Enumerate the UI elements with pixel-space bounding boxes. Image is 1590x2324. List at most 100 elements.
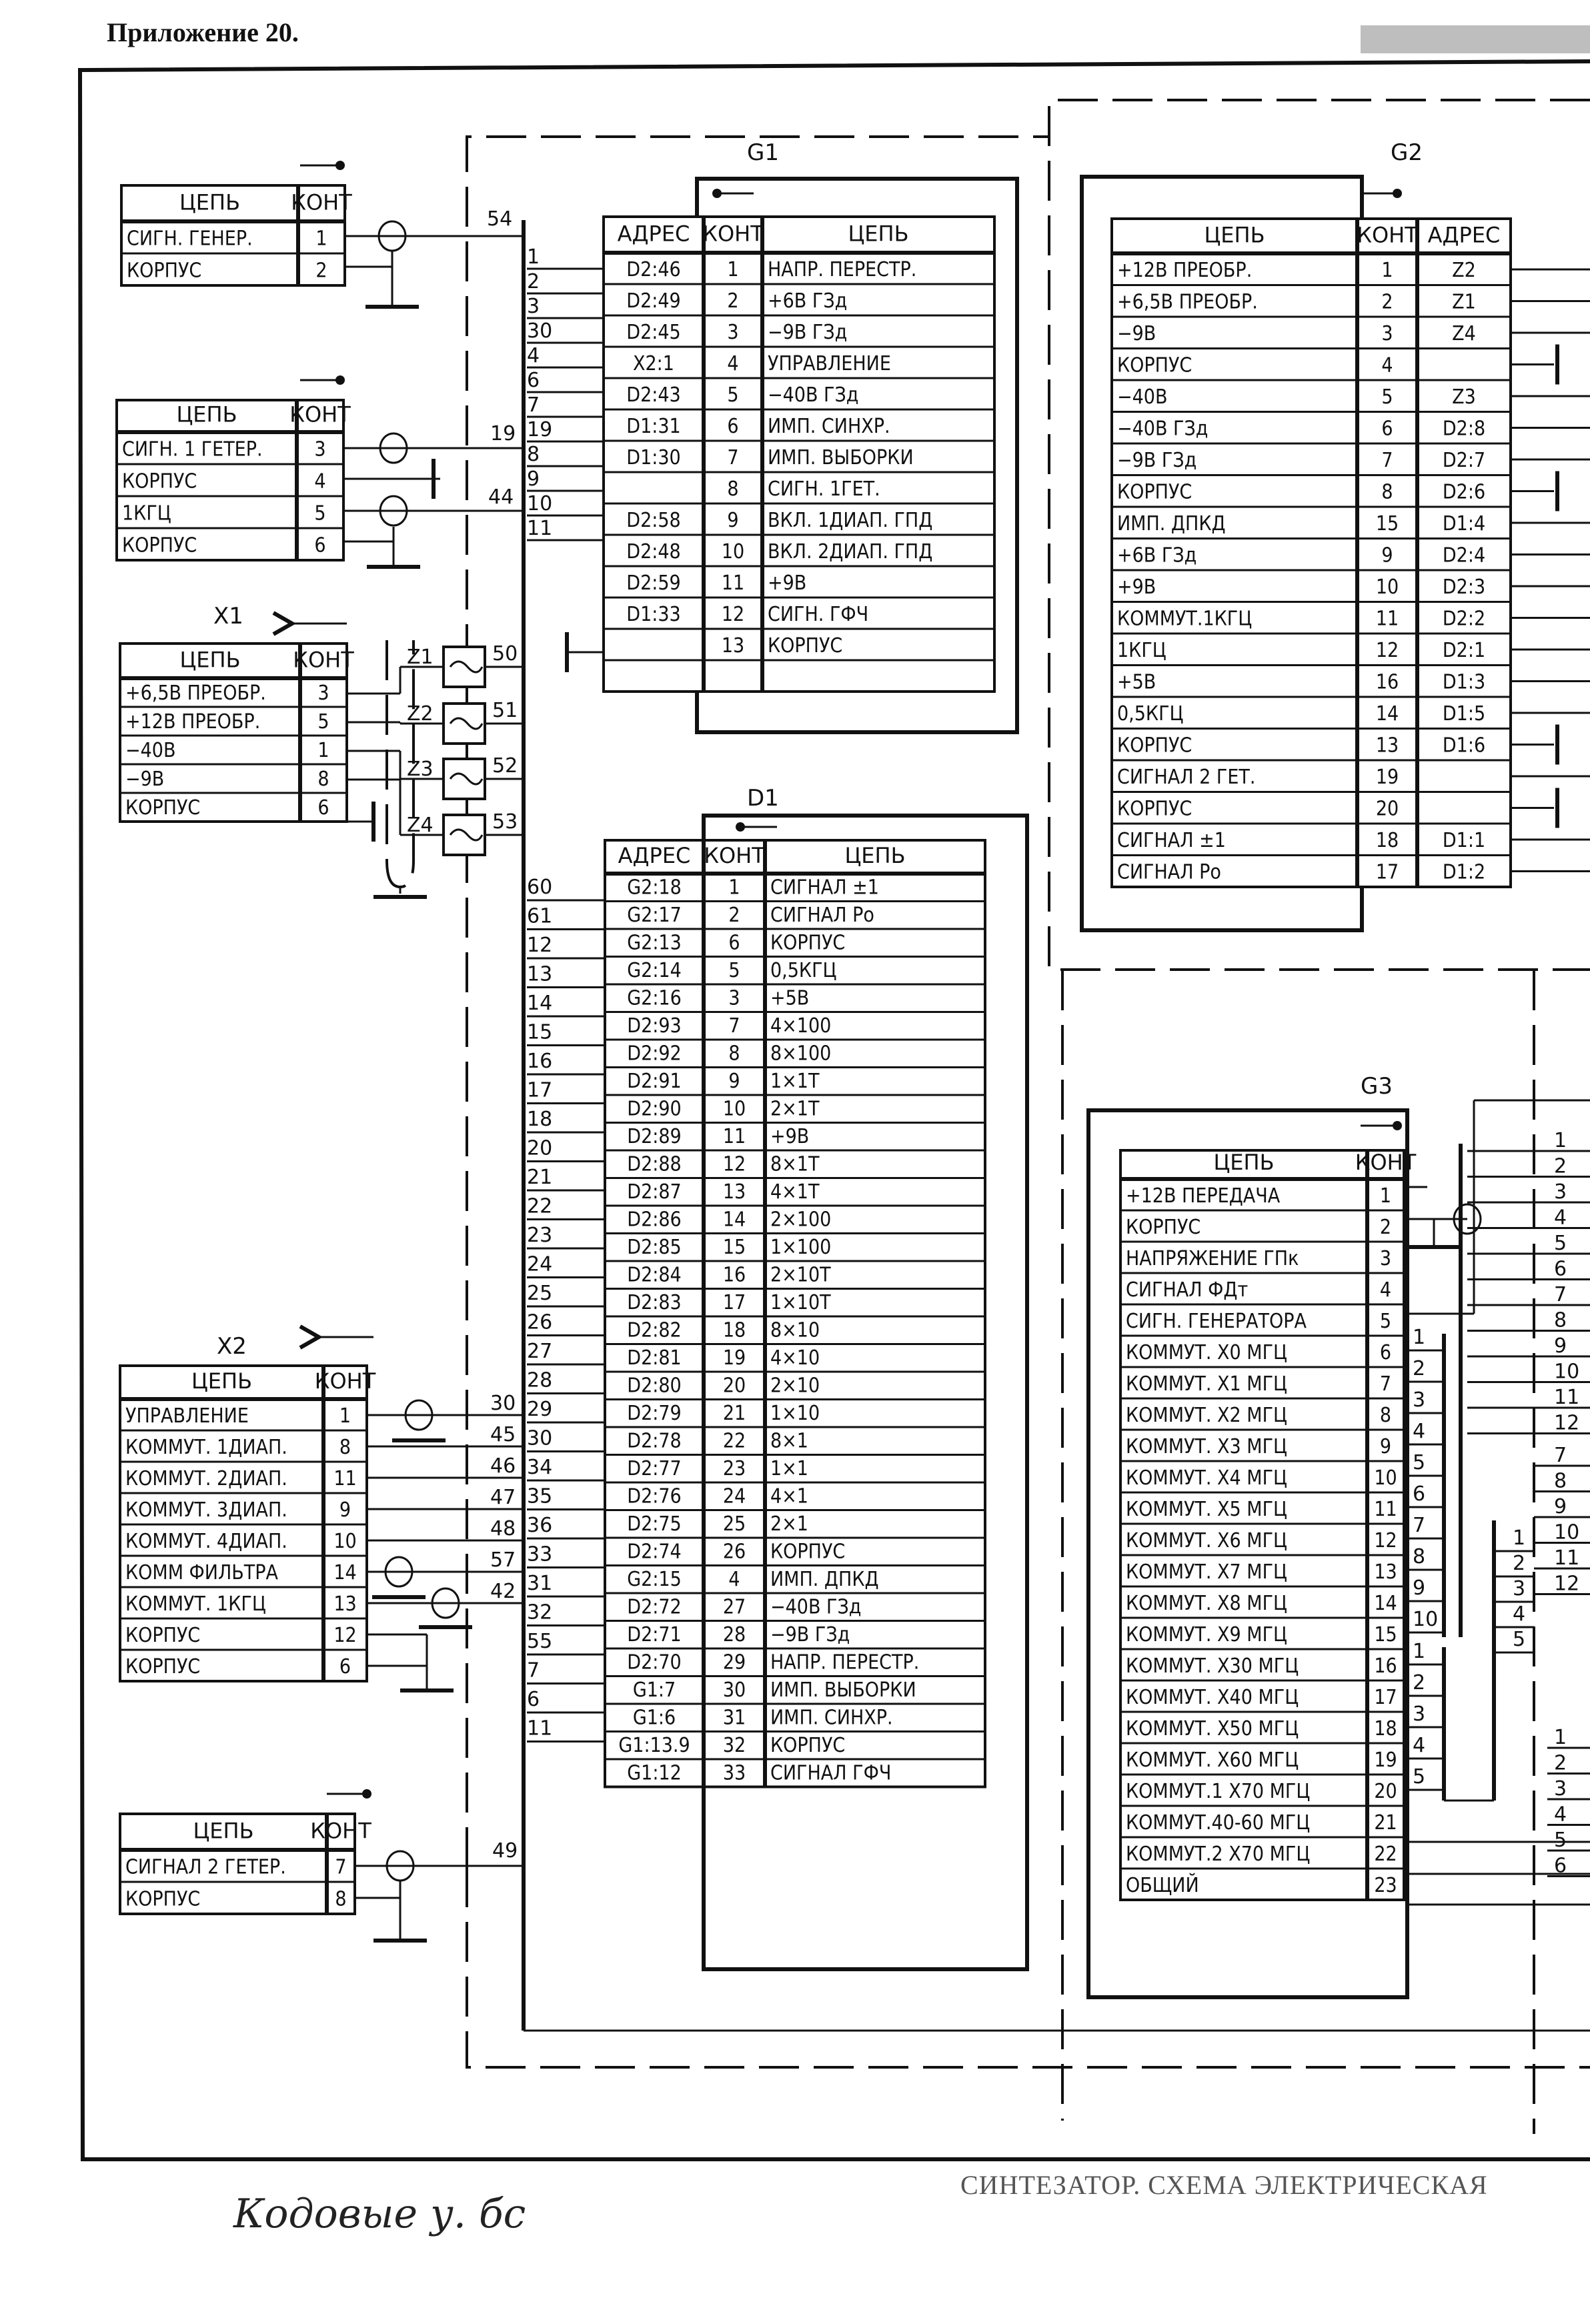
cell-address: D2:46 bbox=[626, 258, 680, 281]
cell-circuit: ОБЩИЙ bbox=[1126, 1873, 1199, 1897]
socket-icon bbox=[299, 1324, 323, 1350]
cell-address: X2:1 bbox=[633, 352, 674, 375]
filter-name: Z4 bbox=[407, 814, 434, 837]
page-heading: Приложение 20. bbox=[107, 17, 299, 47]
column-header-circuit: ЦЕПЬ bbox=[1213, 1150, 1274, 1175]
footer-title: СИНТЕЗАТОР. СХЕМА ЭЛЕКТРИЧЕСКАЯ bbox=[960, 2170, 1488, 2200]
cell-circuit: НАПРЯЖЕНИЕ ГПк bbox=[1126, 1247, 1299, 1270]
cell-circuit: КОРПУС bbox=[125, 1624, 200, 1647]
cell-address: G1:6 bbox=[633, 1706, 676, 1730]
bundle-wire-number: 8 bbox=[1413, 1545, 1425, 1568]
cell-contact: 16 bbox=[1374, 1654, 1397, 1678]
cell-circuit: НАПР. ПЕРЕСТР. bbox=[768, 258, 916, 281]
cell-address: D2:80 bbox=[627, 1374, 681, 1398]
cell-contact: 5 bbox=[317, 710, 329, 734]
cell-contact: 8 bbox=[1381, 481, 1393, 504]
cell-circuit: СИГНАЛ ±1 bbox=[770, 876, 879, 900]
column-header-contact: КОНТ bbox=[291, 190, 352, 215]
cell-circuit: КОММУТ. X4 МГЦ bbox=[1126, 1466, 1287, 1490]
bundle-wire-number: 1 bbox=[1513, 1526, 1525, 1550]
bus-wire-number: 2 bbox=[527, 270, 540, 293]
cell-address: D2:88 bbox=[627, 1153, 681, 1176]
cell-address: D2:76 bbox=[627, 1485, 681, 1508]
cell-address: G1:12 bbox=[627, 1762, 682, 1785]
cell-address: D1:31 bbox=[626, 415, 680, 438]
cell-address: D1:5 bbox=[1443, 702, 1485, 726]
cell-contact: 23 bbox=[723, 1457, 746, 1480]
bus-wire-number: 15 bbox=[527, 1021, 552, 1044]
bundle-wire-number: 4 bbox=[1413, 1420, 1425, 1443]
cell-contact: 31 bbox=[723, 1706, 746, 1730]
cell-address: D2:3 bbox=[1443, 575, 1485, 599]
terminal-number: 5 bbox=[1554, 1829, 1567, 1852]
wire-number: 50 bbox=[492, 642, 518, 666]
cell-contact: 13 bbox=[333, 1592, 356, 1616]
cell-contact: 11 bbox=[1374, 1498, 1397, 1521]
filter-tilde-icon bbox=[449, 828, 484, 842]
cell-contact: 2 bbox=[315, 259, 327, 283]
cell-contact: 18 bbox=[723, 1319, 746, 1342]
cell-contact: 5 bbox=[1381, 385, 1393, 409]
cell-contact: 1 bbox=[727, 258, 738, 281]
cell-circuit: КОММ ФИЛЬТРА bbox=[125, 1561, 279, 1584]
cell-address: D2:72 bbox=[627, 1596, 681, 1619]
wire-number: 53 bbox=[492, 810, 518, 834]
cell-address: D2:45 bbox=[626, 321, 680, 344]
cell-contact: 26 bbox=[723, 1540, 746, 1564]
cell-contact: 17 bbox=[1374, 1686, 1397, 1709]
terminal-number: 11 bbox=[1554, 1546, 1579, 1570]
cell-circuit: 8×1Т bbox=[770, 1153, 820, 1176]
column-header-contact: КОНТ bbox=[704, 843, 765, 868]
cell-circuit: СИГН. 1 ГЕТЕР. bbox=[122, 438, 263, 461]
cell-circuit: КОММУТ. X6 МГЦ bbox=[1126, 1529, 1287, 1552]
bus-wire-number: 11 bbox=[527, 1717, 552, 1740]
column-header-contact: КОНТ bbox=[702, 221, 764, 247]
cell-circuit: −9В ГЗд bbox=[770, 1623, 850, 1646]
cell-circuit: ИМП. СИНХР. bbox=[768, 415, 890, 438]
bus-wire-number: 55 bbox=[527, 1630, 552, 1653]
cell-address: D2:59 bbox=[626, 571, 680, 595]
bus-wire-number: 30 bbox=[527, 319, 552, 343]
filter-tilde-icon bbox=[449, 660, 484, 674]
cell-circuit: −40В bbox=[1117, 385, 1167, 409]
filter-icon bbox=[442, 814, 486, 856]
bus-wire-number: 31 bbox=[527, 1572, 552, 1595]
cell-circuit: 4×1 bbox=[770, 1485, 808, 1508]
cell-address: D2:8 bbox=[1443, 417, 1485, 441]
cell-contact: 10 bbox=[333, 1530, 356, 1553]
bus-wire-number: 25 bbox=[527, 1282, 552, 1305]
cell-circuit: КОРПУС bbox=[768, 634, 842, 658]
cell-address: D1:6 bbox=[1443, 734, 1485, 758]
cell-circuit: +9В bbox=[770, 1125, 809, 1148]
bus-wire-number: 23 bbox=[527, 1224, 552, 1247]
shield-icon bbox=[404, 1399, 434, 1431]
cell-address: D2:49 bbox=[626, 289, 680, 313]
wire-number: 44 bbox=[488, 485, 514, 509]
shield-icon bbox=[1453, 1203, 1482, 1235]
plug-icon bbox=[335, 375, 345, 385]
cell-contact: 6 bbox=[728, 932, 740, 955]
cell-contact: 30 bbox=[723, 1678, 746, 1702]
cell-circuit: УПРАВЛЕНИЕ bbox=[768, 352, 891, 375]
cell-address: D2:78 bbox=[627, 1430, 681, 1453]
sheet-frame bbox=[77, 25, 1590, 2161]
cell-circuit: КОРПУС bbox=[1117, 481, 1192, 504]
cell-contact: 1 bbox=[339, 1404, 351, 1428]
cell-contact: 7 bbox=[727, 446, 738, 469]
cell-contact: 19 bbox=[723, 1346, 746, 1370]
cell-contact: 8 bbox=[317, 768, 329, 791]
cell-contact: 3 bbox=[314, 438, 325, 461]
module-label-d1: D1 bbox=[747, 785, 779, 812]
cell-circuit: 0,5КГЦ bbox=[770, 959, 837, 982]
column-header-contact: КОНТ bbox=[1355, 1150, 1417, 1175]
bus-wire-number: 11 bbox=[527, 517, 552, 540]
cell-circuit: КОРПУС bbox=[125, 1655, 200, 1678]
cell-contact: 6 bbox=[317, 796, 329, 820]
cell-contact: 25 bbox=[723, 1512, 746, 1536]
terminal-number: 4 bbox=[1554, 1803, 1567, 1827]
bundle-wire-number: 5 bbox=[1413, 1765, 1425, 1789]
cell-contact: 11 bbox=[1376, 608, 1399, 631]
cell-circuit: СИГНАЛ 2 ГЕТ. bbox=[1117, 766, 1255, 789]
cell-address: G2:16 bbox=[627, 987, 682, 1010]
